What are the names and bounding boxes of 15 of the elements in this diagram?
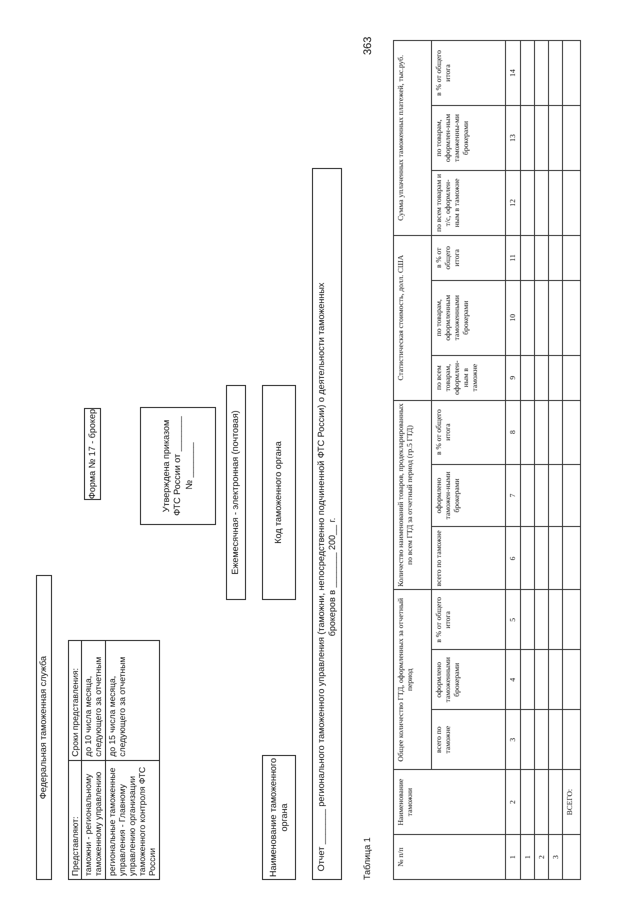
table-text: таможни - региональному таможенному управлению — [82, 760, 106, 880]
code-field-box: Код таможенного органа — [262, 385, 296, 600]
page-number: 363 — [362, 36, 374, 55]
report-title-box: Отчет _______ регионального таможенного управления (таможни, непосредственно подчиненной ФТС России) о деятельности таможенных брокеров в _______ 200__ г. — [312, 168, 342, 880]
column-header: Представляют: — [68, 760, 82, 880]
header-box: Федеральная таможенная служба — [36, 575, 52, 880]
column-header: Сроки представления: — [68, 640, 82, 760]
table-caption: Таблица 1 — [362, 837, 372, 880]
frequency-box: Ежемесячная - электронная (почтовая) — [226, 385, 246, 600]
table-text: региональные таможенные управления - Главному управлению организации таможенного контроля ФТС России — [105, 760, 159, 880]
approval-box: Утверждена приказом ФТС России от _______ № _______ — [140, 407, 216, 525]
table-text: до 15 числа месяца, следующего за отчетным — [105, 640, 159, 760]
form-number-box: Форма № 17 - брокер — [84, 408, 101, 500]
name-field-box: Наименование таможенного органа — [262, 755, 296, 880]
table-text: до 10 числа месяца, следующего за отчетным — [82, 640, 106, 760]
